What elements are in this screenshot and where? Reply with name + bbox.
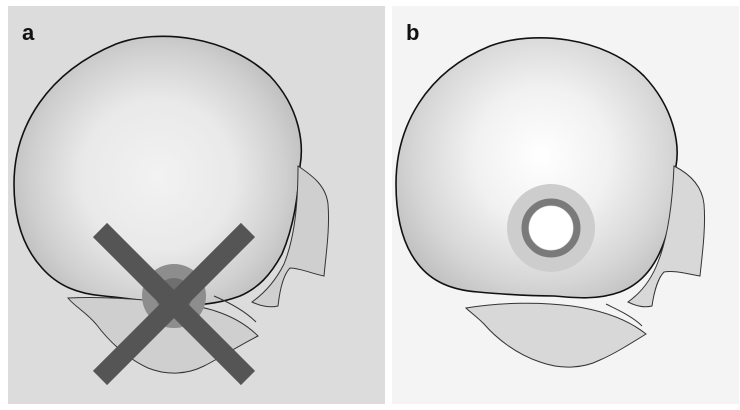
panel-letter-b: b (406, 22, 419, 44)
panel-b-illustration (392, 6, 739, 404)
panel-letter-a: a (22, 22, 34, 44)
panel-b: b (392, 6, 739, 404)
ring-icon (507, 184, 595, 272)
panel-a-illustration (8, 6, 385, 404)
panel-a: a (8, 6, 385, 404)
